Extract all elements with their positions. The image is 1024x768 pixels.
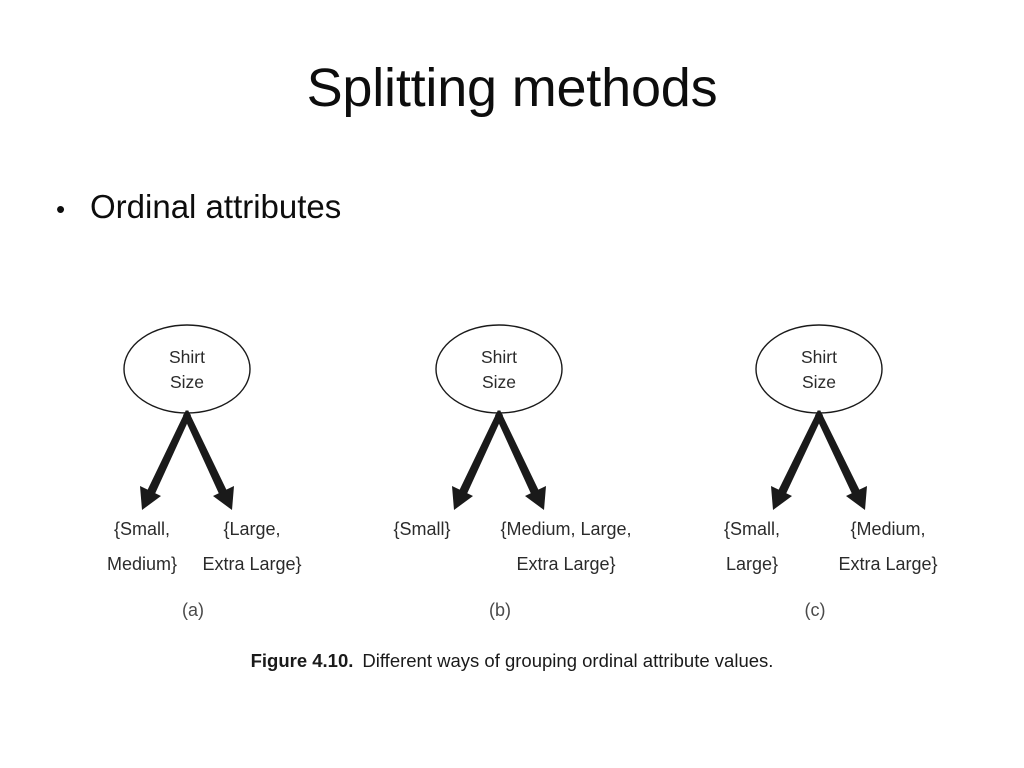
decision-tree-b: Shirt Size {Small} {Medium, Large, Extra… — [334, 300, 664, 640]
list-item: • Ordinal attributes — [56, 186, 956, 229]
leaf-line: {Small, — [723, 519, 781, 539]
leaf-label-left: {Small, Large} — [724, 512, 780, 582]
leaf-label-right: {Medium, Large, Extra Large} — [500, 512, 631, 582]
leaf-line: Extra Large} — [516, 554, 616, 575]
edge-arrow-right — [815, 410, 867, 510]
root-node-label-line2: Size — [482, 372, 516, 392]
root-node-label-line2: Size — [170, 372, 204, 392]
leaf-line: Extra Large} — [838, 554, 938, 575]
leaf-label-left: {Small} — [393, 512, 450, 547]
leaf-label-right: {Medium, Extra Large} — [838, 512, 937, 582]
subcaption-a: (a) — [182, 600, 204, 620]
edge-arrow-left — [452, 410, 503, 510]
figure-diagram: Shirt Size {Small, Medium} {Large, Extra… — [0, 300, 1024, 700]
page-title: Splitting methods — [306, 58, 718, 118]
tree-b-graphic: Shirt Size — [435, 324, 563, 510]
root-node-label-line2: Size — [802, 372, 836, 392]
root-node-label-line1: Shirt — [481, 347, 517, 367]
tree-b-leaf-labels: {Small} {Medium, Large, Extra Large} — [334, 512, 664, 592]
leaf-line: {Small, — [113, 519, 171, 539]
bullet-dot-icon: • — [56, 194, 66, 224]
tree-c-graphic: Shirt Size — [755, 324, 883, 510]
root-node-label-line1: Shirt — [801, 347, 837, 367]
edge-arrow-left — [140, 410, 191, 510]
bullet-text: Ordinal attributes — [90, 188, 342, 225]
figure-caption-label: Figure 4.10. — [250, 650, 354, 671]
leaf-label-right: {Large, Extra Large} — [202, 512, 301, 582]
decision-tree-a: Shirt Size {Small, Medium} {Large, Extra… — [25, 300, 355, 640]
leaf-line: Medium} — [106, 554, 178, 575]
leaf-line: {Medium, Large, — [500, 519, 632, 539]
root-node-ellipse — [123, 324, 251, 414]
leaf-line: {Medium, — [850, 519, 926, 539]
tree-c-leaf-labels: {Small, Large} {Medium, Extra Large} — [649, 512, 979, 592]
leaf-line: Large} — [725, 554, 779, 575]
subcaption-c: (c) — [804, 600, 826, 620]
edge-arrow-right — [495, 410, 546, 510]
leaf-label-left: {Small, Medium} — [107, 512, 177, 582]
figure-caption: Figure 4.10. Different ways of grouping o… — [0, 650, 1024, 672]
leaf-line: Extra Large} — [202, 554, 302, 575]
edge-arrow-left — [771, 410, 823, 510]
root-node-label-line1: Shirt — [169, 347, 205, 367]
tree-a-graphic: Shirt Size — [123, 324, 251, 510]
decision-tree-c: Shirt Size {Small, Large} {Medium, Extra… — [649, 300, 979, 640]
figure-caption-text: Different ways of grouping ordinal attri… — [362, 650, 774, 671]
root-node-ellipse — [435, 324, 563, 414]
root-node-ellipse — [755, 324, 883, 414]
leaf-line: {Large, — [223, 519, 281, 539]
tree-a-leaf-labels: {Small, Medium} {Large, Extra Large} — [25, 512, 355, 592]
leaf-line: {Small} — [393, 519, 451, 539]
subcaption-b: (b) — [489, 600, 511, 620]
edge-arrow-right — [183, 410, 234, 510]
bullet-list: • Ordinal attributes — [56, 186, 956, 229]
